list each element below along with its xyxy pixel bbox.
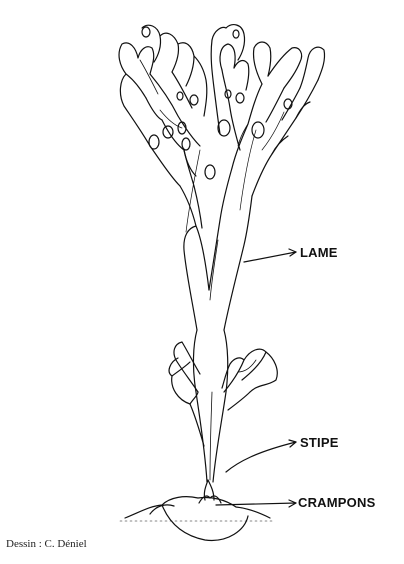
crampons-pointer [216,503,296,505]
frond-upper-left [119,25,207,186]
lame-pointer [244,252,296,262]
label-lame: LAME [300,245,338,260]
branch-lower-right [222,349,277,410]
blade-lame [180,168,252,330]
stipe-pointer [226,442,296,472]
label-crampons: CRAMPONS [298,495,375,510]
branch-lower-left [169,342,204,446]
stipe [193,330,227,482]
air-bladders [142,27,292,179]
holdfast [199,480,221,503]
pointer-arrows [216,249,296,507]
label-stipe: STIPE [300,435,339,450]
drawing-credit: Dessin : C. Déniel [6,538,87,550]
rock-substrate [120,497,272,541]
frond-upper-right [211,25,324,196]
